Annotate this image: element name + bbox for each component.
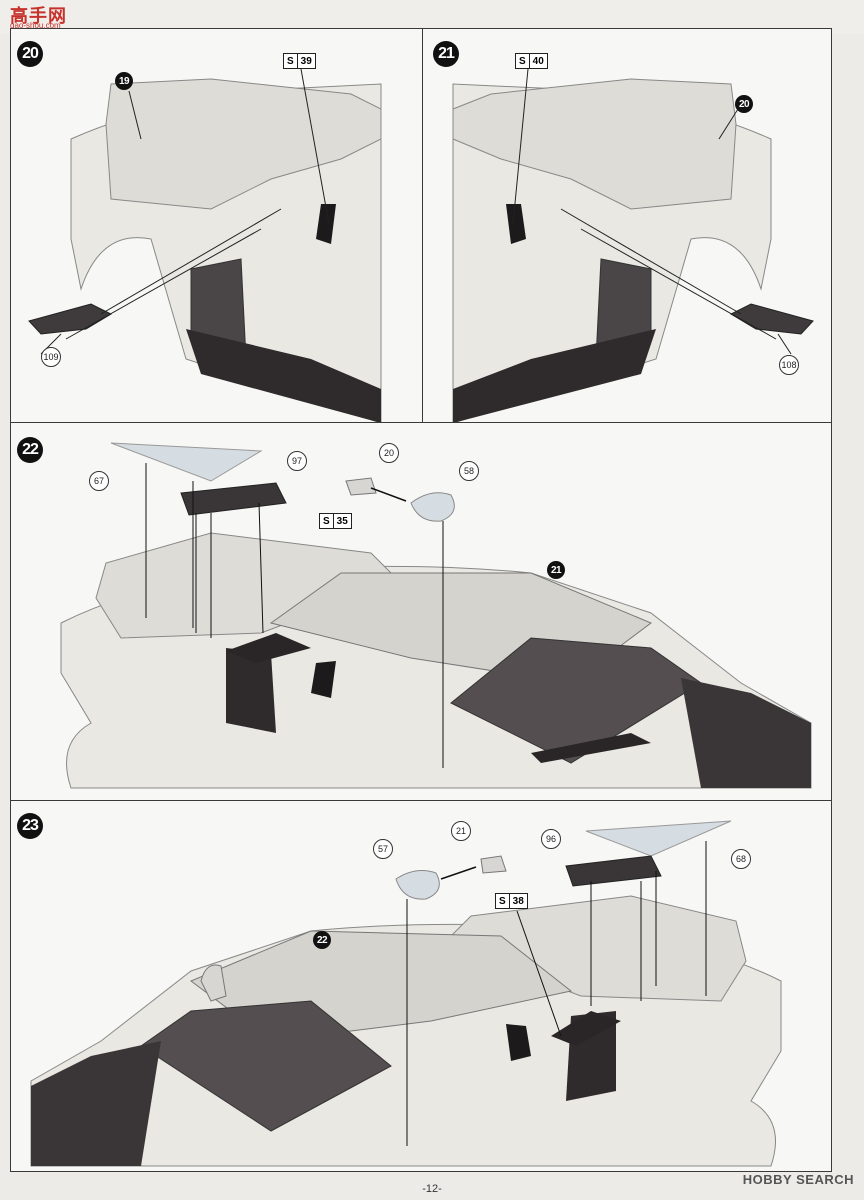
step-20-panel: 20 19 S 39 109 <box>10 28 424 424</box>
sticker-letter: S <box>516 54 530 68</box>
part-number: 97 <box>287 451 307 471</box>
step-21-illustration <box>452 68 814 423</box>
sticker-letter: S <box>320 514 334 528</box>
part-number: 57 <box>373 839 393 859</box>
step-number: 20 <box>17 41 43 67</box>
source-watermark: HOBBY SEARCH <box>742 1172 854 1187</box>
sticker-label: S 39 <box>283 53 316 69</box>
part-number: 21 <box>451 821 471 841</box>
reference-marker: 22 <box>313 931 331 949</box>
part-number: 68 <box>731 849 751 869</box>
step-number: 22 <box>17 437 43 463</box>
sticker-label: S 35 <box>319 513 352 529</box>
sticker-number: 38 <box>512 895 524 907</box>
part-number: 58 <box>459 461 479 481</box>
step-23-illustration <box>30 820 782 1167</box>
page-number: -12- <box>422 1183 442 1195</box>
reference-marker: 19 <box>115 72 133 90</box>
sticker-label: S 38 <box>495 893 528 909</box>
sticker-number: 40 <box>532 55 544 67</box>
step-number: 23 <box>17 813 43 839</box>
part-number: 109 <box>41 347 61 367</box>
sticker-number: 35 <box>336 515 348 527</box>
sticker-letter: S <box>284 54 298 68</box>
part-number: 96 <box>541 829 561 849</box>
step-23-panel: 23 22 S 38 57 21 96 68 <box>10 800 832 1172</box>
watermark-url: gao-shou.com <box>10 21 61 30</box>
step-22-illustration <box>60 442 812 789</box>
sticker-letter: S <box>496 894 510 908</box>
sticker-label: S 40 <box>515 53 548 69</box>
step-22-panel: 22 21 S 35 67 97 20 58 <box>10 422 832 802</box>
part-number: 67 <box>89 471 109 491</box>
part-number: 20 <box>379 443 399 463</box>
step-number: 21 <box>433 41 459 67</box>
step-20-illustration <box>28 68 382 423</box>
reference-marker: 21 <box>547 561 565 579</box>
watermark-logo: 高手网 <box>10 6 67 26</box>
sticker-number: 39 <box>300 55 312 67</box>
part-number: 108 <box>779 355 799 375</box>
step-21-panel: 21 20 S 40 108 <box>422 28 832 424</box>
reference-marker: 20 <box>735 95 753 113</box>
